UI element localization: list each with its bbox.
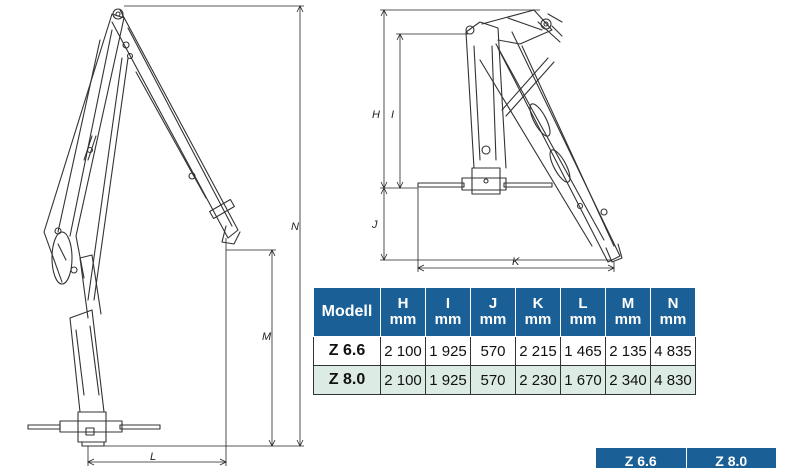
cell-h: 2 100	[380, 365, 426, 395]
header-unit: mm	[389, 311, 417, 328]
dim-label-i: I	[391, 109, 394, 121]
cell-l: 1 465	[560, 336, 606, 366]
header-letter: N	[667, 295, 679, 312]
cell-m: 2 135	[605, 336, 651, 366]
dim-label-m: M	[262, 331, 272, 343]
dim-label-k: K	[512, 256, 520, 268]
header-unit: mm	[479, 311, 507, 328]
header-unit: mm	[524, 311, 552, 328]
partial-table-header: Z 6.6 Z 8.0	[596, 448, 777, 469]
header-letter: I	[445, 295, 451, 312]
header-letter: M	[621, 295, 635, 312]
crane-folded	[417, 9, 623, 263]
header-unit: mm	[569, 311, 597, 328]
cell-j: 570	[470, 365, 516, 395]
header-letter: H	[397, 295, 409, 312]
cell-h: 2 100	[380, 336, 426, 366]
dim-label-n: N	[291, 221, 299, 233]
cell-k: 2 215	[515, 336, 561, 366]
table-row: Z 6.6 2 100 1 925 570 2 215 1 465 2 135 …	[313, 336, 696, 366]
partial-col-z66: Z 6.6	[624, 453, 657, 469]
header-letter: K	[532, 295, 544, 312]
partial-col-z80: Z 8.0	[685, 448, 777, 469]
row-model: Z 8.0	[313, 365, 381, 395]
cell-l: 1 670	[560, 365, 606, 395]
header-letter: L	[578, 295, 588, 312]
cell-n: 4 830	[650, 365, 696, 395]
cell-k: 2 230	[515, 365, 561, 395]
header-unit: mm	[614, 311, 642, 328]
cell-i: 1 925	[425, 365, 471, 395]
cell-m: 2 340	[605, 365, 651, 395]
dim-label-j: J	[371, 219, 378, 231]
dim-label-h: H	[372, 109, 380, 121]
header-modell: Modell	[313, 287, 381, 337]
crane-extended	[27, 8, 241, 447]
dimension-lines	[87, 5, 615, 466]
table-row: Z 8.0 2 100 1 925 570 2 230 1 670 2 340 …	[313, 365, 696, 395]
header-unit: mm	[659, 311, 687, 328]
cell-n: 4 835	[650, 336, 696, 366]
dim-label-l: L	[150, 451, 156, 463]
header-letter: J	[488, 295, 498, 312]
header-unit: mm	[434, 311, 462, 328]
row-model: Z 6.6	[313, 336, 381, 366]
cell-i: 1 925	[425, 336, 471, 366]
cell-j: 570	[470, 336, 516, 366]
